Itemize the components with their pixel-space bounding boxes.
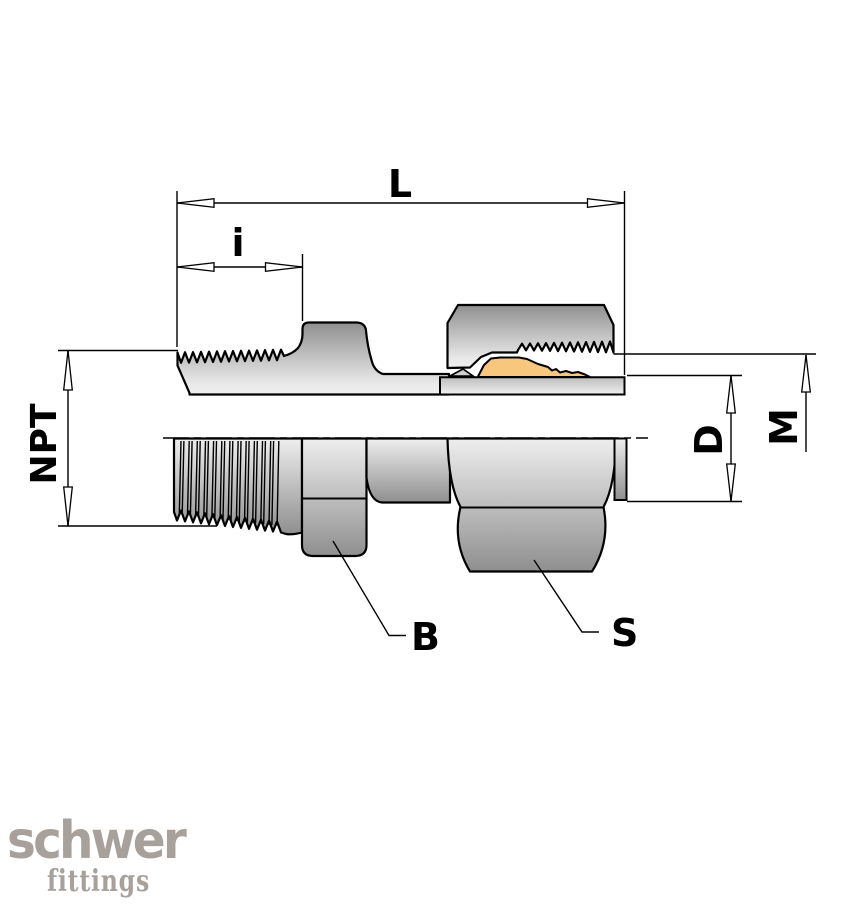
thread-flank-lines xyxy=(178,440,280,526)
dimension-D: D xyxy=(627,374,742,503)
arrowhead xyxy=(176,261,215,273)
label-thread-length: i xyxy=(231,221,244,265)
body-hex-external xyxy=(300,437,368,558)
tube-external xyxy=(613,437,628,501)
arrowhead xyxy=(62,486,74,527)
nut-hex-external xyxy=(446,437,618,573)
label-nut-thread: M xyxy=(762,408,806,446)
arrowhead xyxy=(725,375,737,414)
logo-tagline: fittings xyxy=(47,864,150,899)
arrowhead xyxy=(176,197,215,209)
label-thread-type: NPT xyxy=(24,403,65,485)
dimension-M: M xyxy=(613,353,816,452)
leader-S: S xyxy=(533,559,638,655)
label-overall-length: L xyxy=(388,162,412,206)
cutting-ring-ferrule xyxy=(477,356,591,378)
label-nut-hex: S xyxy=(611,611,638,655)
nut-section xyxy=(446,303,615,370)
logo-name: schwer xyxy=(7,811,187,871)
dimension-L: L xyxy=(176,162,626,375)
external-view-bottom-half xyxy=(172,437,628,573)
section-view-top-half xyxy=(176,303,626,396)
nut-lip-detail xyxy=(449,368,476,377)
label-body-hex: B xyxy=(411,615,440,659)
tube-section xyxy=(439,376,626,396)
fitting-body-section xyxy=(176,321,451,396)
dimension-NPT: NPT xyxy=(24,349,217,527)
arrowhead xyxy=(264,261,303,273)
label-tube-diameter: D xyxy=(687,424,731,456)
dimension-i: i xyxy=(176,221,304,321)
arrowhead xyxy=(586,197,625,209)
leader-B: B xyxy=(332,540,440,659)
body-shaft-external xyxy=(365,437,452,504)
arrowhead xyxy=(725,463,737,502)
brand-logo: schwer fittings xyxy=(7,811,190,899)
arrowhead xyxy=(800,354,812,393)
arrowhead xyxy=(62,350,74,391)
